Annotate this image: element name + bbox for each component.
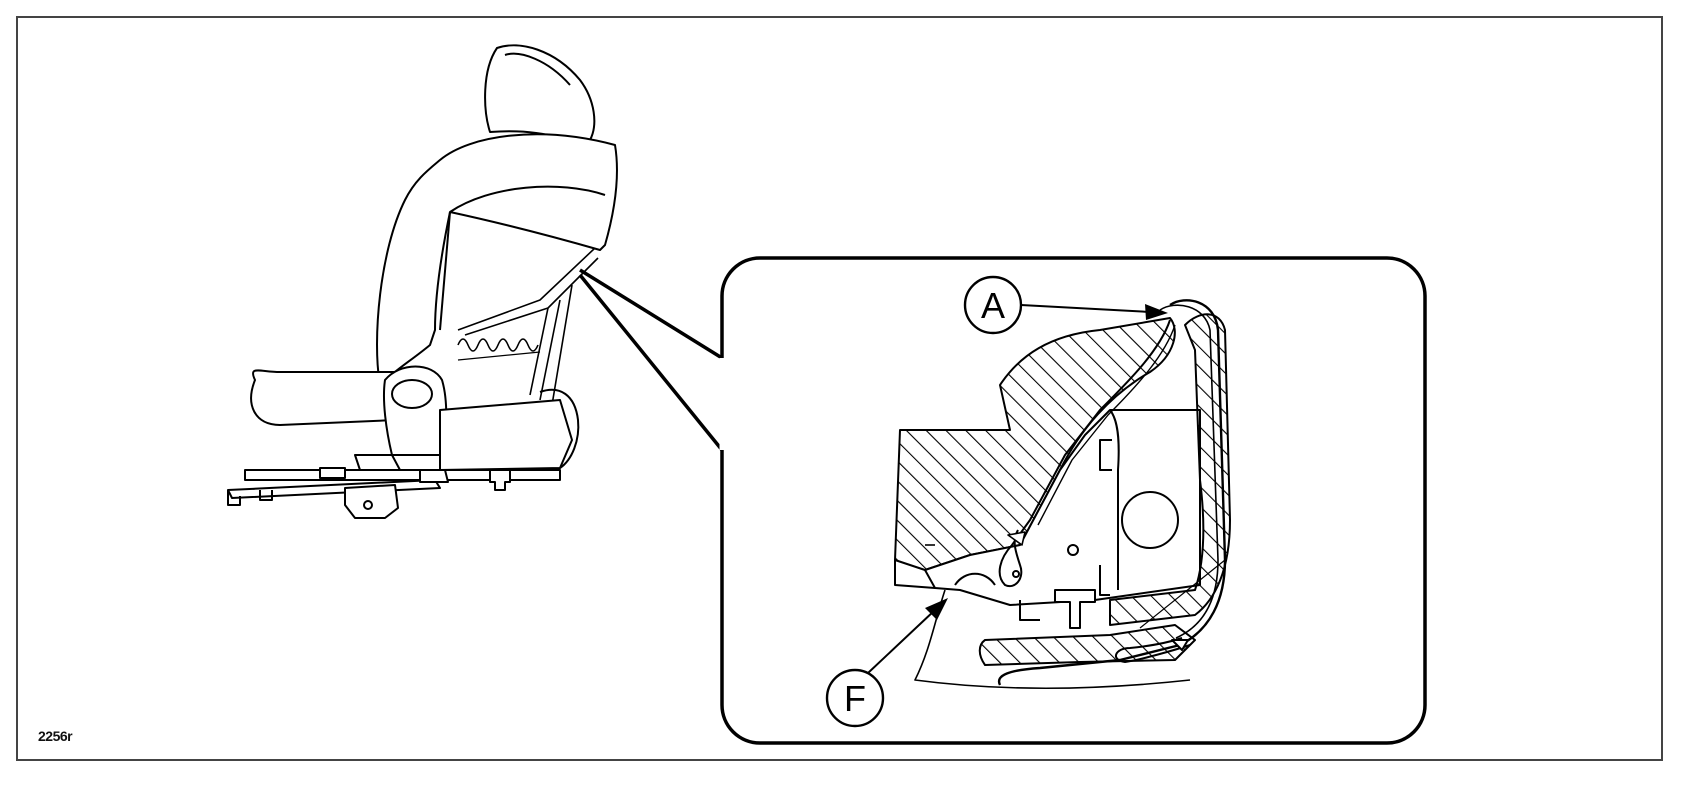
figure-reference-code: 2256r <box>38 728 73 744</box>
detail-illustration <box>894 299 1231 690</box>
recliner-hole <box>1121 491 1179 549</box>
foam-section-upper <box>894 317 1176 571</box>
wire-loop <box>998 319 1171 588</box>
svg-text:F: F <box>844 678 866 719</box>
seat-back <box>376 133 618 386</box>
wire-a <box>997 299 1227 686</box>
seat-rail <box>244 469 561 481</box>
seat-illustration <box>227 44 618 519</box>
zoom-pointer <box>578 268 724 452</box>
headrest <box>484 44 596 141</box>
callout-a: A <box>963 275 1168 335</box>
callout-f: F <box>825 598 948 728</box>
seat-cushion <box>250 369 396 426</box>
foam-section-right <box>1109 313 1231 626</box>
t-bracket <box>1054 589 1096 629</box>
seat-springs <box>457 338 539 352</box>
svg-text:A: A <box>981 285 1005 326</box>
